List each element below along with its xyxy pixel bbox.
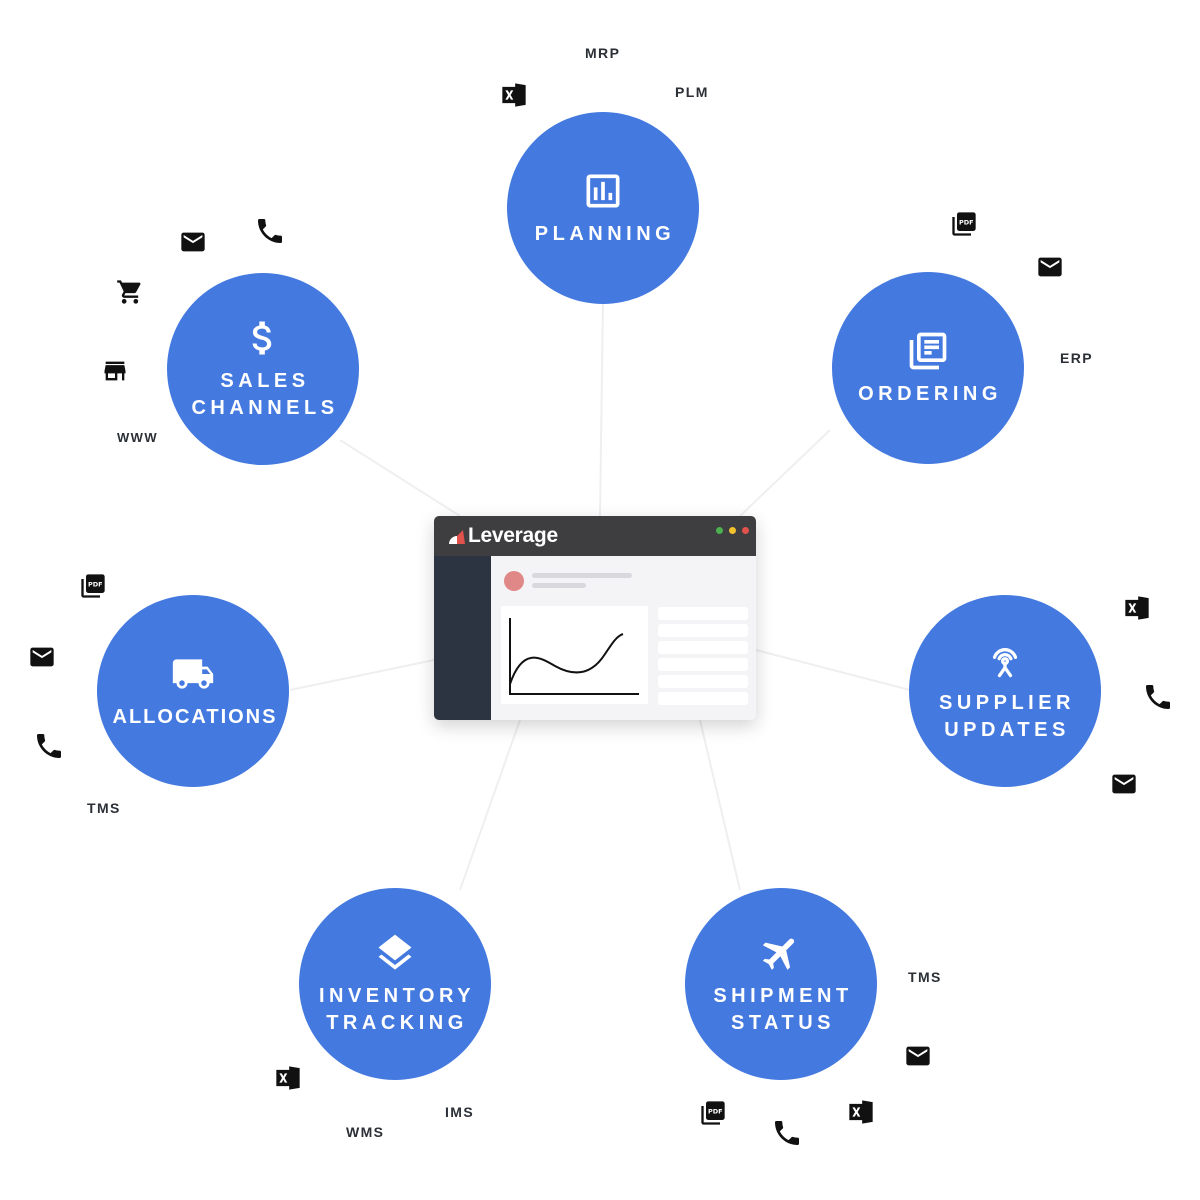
documents-icon bbox=[906, 329, 950, 373]
brand-logo: Leverage bbox=[448, 524, 558, 548]
bar-chart-icon bbox=[581, 169, 625, 213]
excel-icon bbox=[1123, 594, 1151, 622]
plm-label: PLM bbox=[675, 84, 709, 100]
window-dot-yellow bbox=[729, 527, 736, 534]
list-row-placeholder bbox=[658, 624, 748, 637]
list-row-placeholder bbox=[658, 607, 748, 620]
avatar bbox=[504, 571, 524, 591]
erp-label: ERP bbox=[1060, 350, 1093, 366]
mail-icon bbox=[179, 228, 207, 256]
window-dot-red bbox=[742, 527, 749, 534]
pdf-icon: PDF bbox=[699, 1099, 727, 1127]
list-row-placeholder bbox=[658, 658, 748, 671]
app-sidebar bbox=[434, 556, 491, 720]
pdf-icon: PDF bbox=[79, 572, 107, 600]
antenna-icon bbox=[983, 638, 1027, 682]
allocations-label: ALLOCATIONS bbox=[112, 705, 278, 728]
chart-curve bbox=[509, 618, 639, 695]
tms-shipment-label: TMS bbox=[908, 969, 942, 985]
planning-hub[interactable]: PLANNING bbox=[507, 112, 699, 304]
ims-label: IMS bbox=[445, 1104, 475, 1120]
ordering-label: ORDERING bbox=[858, 382, 1002, 405]
phone-icon bbox=[33, 730, 65, 762]
allocations-hub[interactable]: ALLOCATIONS bbox=[97, 595, 289, 787]
app-window: Leverage bbox=[434, 516, 756, 720]
www-label: WWW bbox=[117, 430, 159, 445]
layers-icon bbox=[373, 931, 417, 975]
sales-channels-hub[interactable]: SALES CHANNELS bbox=[167, 273, 359, 465]
sales-channels-label: SALES CHANNELS bbox=[191, 370, 339, 419]
chart-panel bbox=[501, 606, 648, 704]
airplane-icon bbox=[759, 931, 803, 975]
header-placeholder-bar bbox=[532, 583, 586, 588]
ordering-hub[interactable]: ORDERING bbox=[832, 272, 1024, 464]
pdf-icon: PDF bbox=[950, 210, 978, 238]
excel-icon bbox=[847, 1098, 875, 1126]
phone-icon bbox=[254, 215, 286, 247]
planning-label: PLANNING bbox=[534, 222, 676, 245]
wms-label: WMS bbox=[346, 1124, 385, 1140]
logo-mark-icon bbox=[449, 530, 465, 544]
truck-icon bbox=[171, 652, 215, 696]
list-row-placeholder bbox=[658, 675, 748, 688]
tms-allocations-label: TMS bbox=[87, 800, 121, 816]
inventory-tracking-label: INVENTORY TRACKING bbox=[318, 985, 476, 1034]
svg-text:PDF: PDF bbox=[959, 219, 974, 227]
supplier-updates-hub[interactable]: SUPPLIER UPDATES bbox=[909, 595, 1101, 787]
window-dot-green bbox=[716, 527, 723, 534]
cart-icon bbox=[116, 278, 144, 306]
list-row-placeholder bbox=[658, 692, 748, 705]
list-row-placeholder bbox=[658, 641, 748, 654]
header-placeholder-bar bbox=[532, 573, 632, 578]
mail-icon bbox=[28, 643, 56, 671]
shipment-status-hub[interactable]: SHIPMENT STATUS bbox=[685, 888, 877, 1080]
inventory-tracking-hub[interactable]: INVENTORY TRACKING bbox=[299, 888, 491, 1080]
supplier-updates-label: SUPPLIER UPDATES bbox=[938, 692, 1076, 741]
brand-name: Leverage bbox=[468, 524, 558, 547]
excel-icon bbox=[274, 1064, 302, 1092]
shipment-status-label: SHIPMENT STATUS bbox=[713, 985, 853, 1034]
mrp-label: MRP bbox=[585, 45, 621, 61]
phone-icon bbox=[1142, 681, 1174, 713]
dollar-icon bbox=[241, 316, 285, 360]
svg-text:PDF: PDF bbox=[88, 581, 103, 589]
excel-icon bbox=[500, 81, 528, 109]
svg-text:PDF: PDF bbox=[708, 1108, 723, 1116]
mail-icon bbox=[1110, 770, 1138, 798]
store-icon bbox=[101, 357, 129, 385]
phone-icon bbox=[771, 1117, 803, 1149]
mail-icon bbox=[1036, 253, 1064, 281]
app-titlebar: Leverage bbox=[434, 516, 756, 556]
mail-icon bbox=[904, 1042, 932, 1070]
